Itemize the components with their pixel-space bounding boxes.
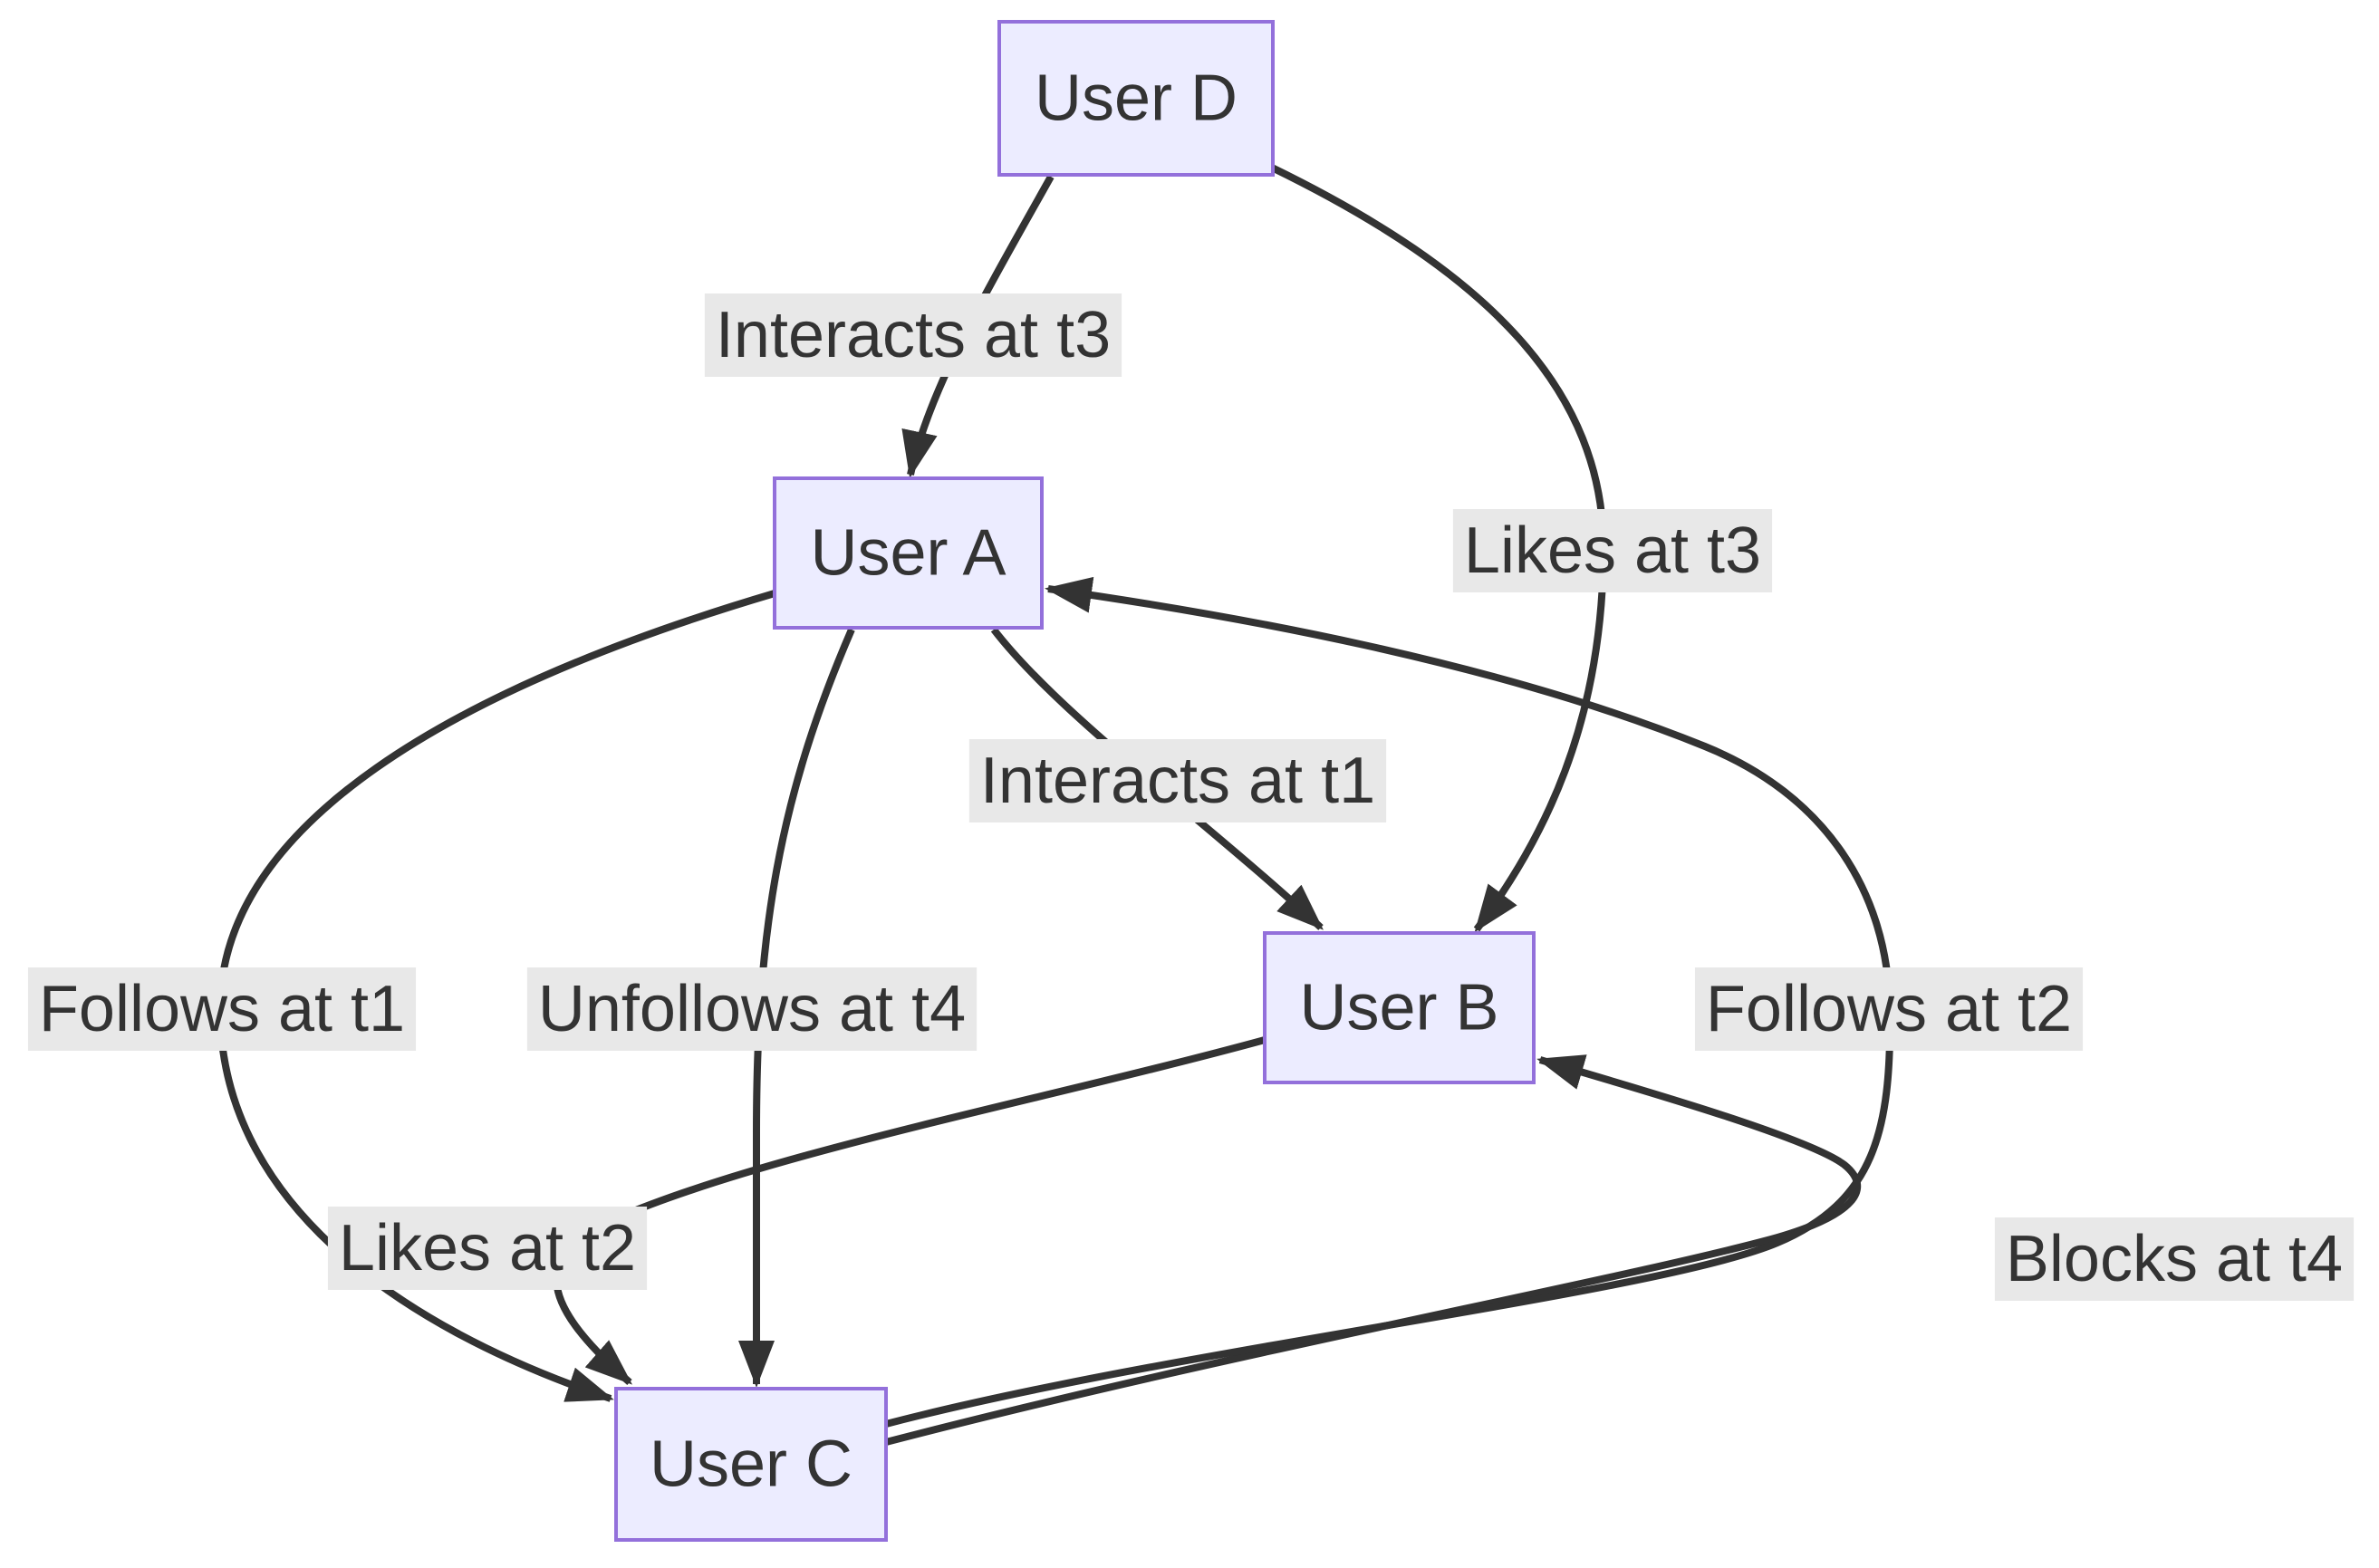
edge-label-bg — [968, 739, 1387, 822]
node-user-b-label: User B — [1299, 972, 1498, 1044]
edge-label-text: Likes at t3 — [1464, 515, 1761, 587]
node-user-d-label: User D — [1035, 63, 1238, 135]
nodes-layer: User D User A User B User C — [614, 20, 1536, 1542]
edge-label-interacts-at-t3: Interacts at t3 — [704, 293, 1122, 377]
edge-label-interacts-at-t1: Interacts at t1 — [968, 739, 1387, 822]
node-user-d-box — [997, 20, 1275, 177]
node-user-d: User D — [997, 20, 1275, 177]
edge-labels-layer: Interacts at t3 Likes at t3 Interacts at t… — [27, 293, 2355, 1301]
edge-label-text: Unfollows at t4 — [538, 973, 966, 1045]
node-user-b: User B — [1263, 931, 1536, 1084]
edge-label-bg — [327, 1207, 648, 1290]
edge-label-bg — [1694, 967, 2084, 1051]
edge-user-a-user-c — [738, 628, 855, 1388]
edge-label-likes-at-t2: Likes at t2 — [327, 1207, 648, 1290]
edge-user-b-user-c — [553, 1036, 1267, 1386]
edge-label-text: Follows at t2 — [1706, 973, 2072, 1045]
edge-label-follows-at-t1: Follows at t1 — [27, 967, 417, 1051]
edge-label-text: Interacts at t1 — [980, 745, 1375, 817]
node-user-c-label: User C — [650, 1429, 852, 1501]
node-user-c-box — [614, 1387, 888, 1542]
node-user-c: User C — [614, 1387, 888, 1542]
edge-label-text: Follows at t1 — [39, 973, 405, 1045]
edge-label-unfollows-at-t4: Unfollows at t4 — [526, 967, 978, 1051]
node-user-a-label: User A — [810, 517, 1006, 590]
edge-label-blocks-at-t4: Blocks at t4 — [1994, 1217, 2355, 1301]
edge-user-c-user-b — [884, 1054, 1862, 1446]
node-user-b-box — [1263, 931, 1536, 1084]
edge-label-text: Blocks at t4 — [2006, 1223, 2343, 1295]
node-user-a-box — [773, 476, 1044, 630]
node-user-a: User A — [773, 476, 1044, 630]
edge-label-text: Likes at t2 — [339, 1212, 636, 1284]
edge-label-bg — [1994, 1217, 2355, 1301]
edge-label-follows-at-t2: Follows at t2 — [1694, 967, 2084, 1051]
edge-label-bg — [704, 293, 1122, 377]
edge-label-text: Interacts at t3 — [716, 299, 1111, 371]
edge-label-bg — [27, 967, 417, 1051]
edge-label-bg — [1452, 509, 1773, 592]
edges-layer — [216, 164, 1894, 1446]
edge-label-bg — [526, 967, 978, 1051]
edge-label-likes-at-t3: Likes at t3 — [1452, 509, 1773, 592]
